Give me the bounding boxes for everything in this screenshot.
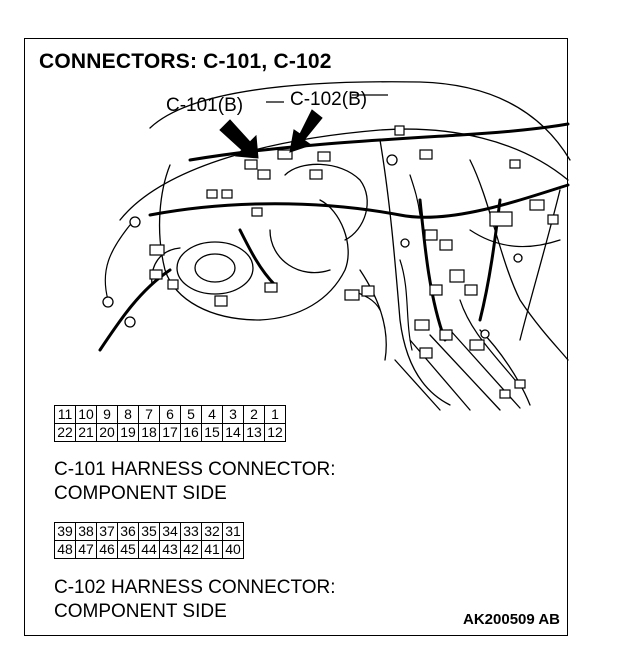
c102-pin: 45 (117, 540, 139, 559)
figure-frame (24, 38, 568, 636)
c101-pin: 22 (54, 423, 76, 442)
c101-caption-line2: COMPONENT SIDE (54, 483, 227, 504)
c102-pin: 38 (75, 522, 97, 541)
c102-pin: 41 (201, 540, 223, 559)
c102-pin: 44 (138, 540, 160, 559)
c101-pin: 7 (138, 405, 160, 424)
c102-pin: 40 (222, 540, 244, 559)
c101-pin: 6 (159, 405, 181, 424)
c102-caption-line2: COMPONENT SIDE (54, 601, 227, 622)
c101-pin: 21 (75, 423, 97, 442)
c101-pin: 12 (264, 423, 286, 442)
c101-pin: 17 (159, 423, 181, 442)
c101-pin: 2 (243, 405, 265, 424)
c101-pin: 13 (243, 423, 265, 442)
c101-pin-row-bottom: 22 21 20 19 18 17 16 15 14 13 12 (54, 423, 286, 442)
c101-pin: 9 (96, 405, 118, 424)
c102-pin: 43 (159, 540, 181, 559)
c102-pin-row-top: 39 38 37 36 35 34 33 32 31 (54, 522, 244, 541)
c102-pin: 46 (96, 540, 118, 559)
callout-c102: C-102(B) (290, 89, 368, 110)
c102-pin: 39 (54, 522, 76, 541)
callout-c101: C-101(B) (166, 95, 244, 116)
c101-pin: 4 (201, 405, 223, 424)
c101-pin: 15 (201, 423, 223, 442)
c102-pin: 33 (180, 522, 202, 541)
c102-pin: 48 (54, 540, 76, 559)
c101-pin: 11 (54, 405, 76, 424)
c101-pin: 20 (96, 423, 118, 442)
c101-pin: 3 (222, 405, 244, 424)
c102-pin-table: 39 38 37 36 35 34 33 32 31 48 47 46 45 4… (54, 522, 244, 559)
c101-pin: 10 (75, 405, 97, 424)
c101-pin: 5 (180, 405, 202, 424)
figure-title: CONNECTORS: C-101, C-102 (39, 50, 332, 73)
c101-pin: 1 (264, 405, 286, 424)
c102-pin: 47 (75, 540, 97, 559)
c101-caption-line1: C-101 HARNESS CONNECTOR: (54, 459, 336, 480)
c101-pin: 14 (222, 423, 244, 442)
c101-pin: 16 (180, 423, 202, 442)
c101-pin-table: 11 10 9 8 7 6 5 4 3 2 1 22 21 20 19 18 1… (54, 405, 286, 442)
c101-pin: 18 (138, 423, 160, 442)
c102-pin: 31 (222, 522, 244, 541)
c101-pin: 8 (117, 405, 139, 424)
c102-pin: 34 (159, 522, 181, 541)
c102-pin: 42 (180, 540, 202, 559)
c102-caption-line1: C-102 HARNESS CONNECTOR: (54, 577, 336, 598)
c101-pin-row-top: 11 10 9 8 7 6 5 4 3 2 1 (54, 405, 286, 424)
c102-pin: 32 (201, 522, 223, 541)
c102-pin: 37 (96, 522, 118, 541)
c102-pin-row-bottom: 48 47 46 45 44 43 42 41 40 (54, 540, 244, 559)
c102-pin: 35 (138, 522, 160, 541)
c102-pin: 36 (117, 522, 139, 541)
figure-id: AK200509 AB (463, 611, 560, 628)
c101-pin: 19 (117, 423, 139, 442)
